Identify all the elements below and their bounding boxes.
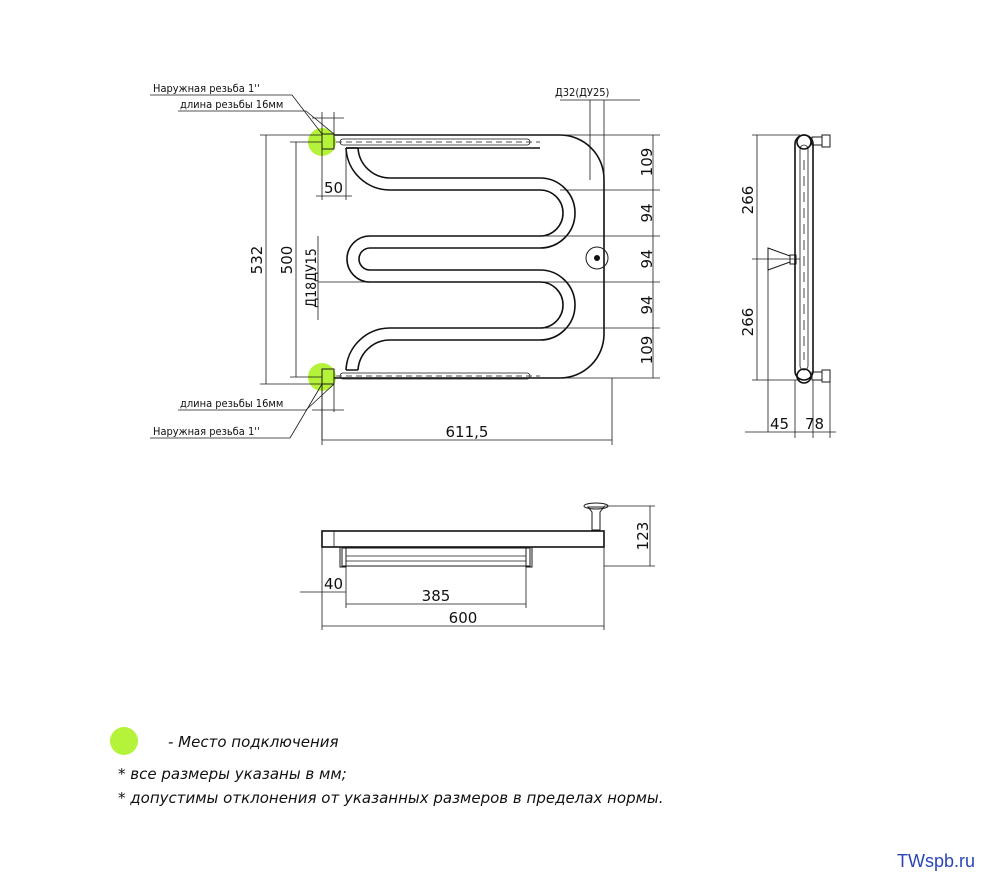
dim-94-2: 94 <box>638 249 656 268</box>
dim-500: 500 <box>278 246 296 275</box>
dim-385: 385 <box>422 587 451 605</box>
dim-109-top: 109 <box>638 148 656 177</box>
dim-600: 600 <box>449 609 478 627</box>
top-view-pipe <box>321 530 605 548</box>
dim-123: 123 <box>634 522 652 551</box>
serpentine-pipe-inner <box>345 147 564 371</box>
thread-top-label-1: Наружная резьба 1'' <box>153 82 260 95</box>
dim-266-top: 266 <box>739 186 757 215</box>
dim-94-1: 94 <box>638 203 656 222</box>
thread-bottom-label-2: Наружная резьба 1'' <box>153 425 260 438</box>
serpentine-pipe-outer <box>334 134 605 379</box>
side-view: 266 266 45 78 <box>739 134 836 438</box>
dim-109-bottom: 109 <box>638 336 656 365</box>
dim-611-5: 611,5 <box>446 423 489 441</box>
thread-bottom-label-1: длина резьбы 16мм <box>180 397 283 410</box>
legend-connection-text: - Место подключения <box>168 733 339 751</box>
thread-top-label-2: длина резьбы 16мм <box>180 98 283 111</box>
side-pipe-inner <box>799 144 809 371</box>
inner-pipe-label: Д18ДУ15 <box>304 248 320 307</box>
dim-40: 40 <box>324 575 343 593</box>
watermark-text: TWspb.ru <box>897 851 975 871</box>
dim-532: 532 <box>248 246 266 275</box>
note-1: * все размеры указаны в мм; <box>118 765 347 783</box>
dim-45: 45 <box>770 415 789 433</box>
legend-connection-dot <box>110 727 138 755</box>
front-view: Д32(ДУ25) 109 94 94 94 109 532 500 Д18ДУ… <box>150 82 660 445</box>
top-view: 123 40 385 600 <box>300 502 655 630</box>
dim-50: 50 <box>324 179 343 197</box>
top-view-shelf <box>341 547 531 567</box>
legend: - Место подключения * все размеры указан… <box>110 727 664 807</box>
dim-78: 78 <box>805 415 824 433</box>
pipe-diameter-label: Д32(ДУ25) <box>555 86 610 99</box>
wall-mount <box>585 246 609 270</box>
note-2: * допустимы отклонения от указанных разм… <box>118 789 664 807</box>
dim-94-3: 94 <box>638 295 656 314</box>
dim-266-bottom: 266 <box>739 308 757 337</box>
